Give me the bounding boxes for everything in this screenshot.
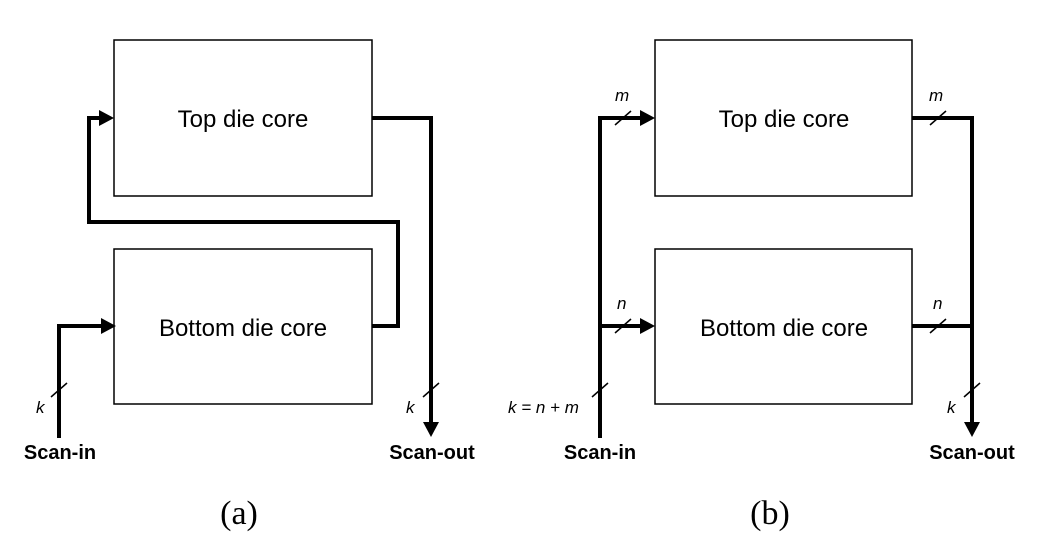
scan-in-wire-a <box>57 324 103 438</box>
width-label-top-in-b: m <box>615 86 629 105</box>
width-label-out-a: k <box>406 398 416 417</box>
width-label-in-a: k <box>36 398 46 417</box>
scan-out-arrowhead-b <box>964 422 980 437</box>
top-die-core-box-b <box>654 39 913 197</box>
width-label-in-b: k = n + m <box>508 398 579 417</box>
bottom-die-core-label-a: Bottom die core <box>159 315 327 342</box>
bus-width-tick-out-b <box>963 382 981 398</box>
top-core-input-arrowhead-a <box>99 110 114 126</box>
top-core-input-arrowhead-b <box>640 110 655 126</box>
width-label-bottom-out-b: n <box>933 294 942 313</box>
bus-width-tick-in-b <box>591 382 609 398</box>
bottom-die-core-box-b <box>654 248 913 405</box>
top-die-core-label-a: Top die core <box>178 106 309 133</box>
scan-out-wire-a <box>372 116 433 424</box>
bus-width-tick-bottom-out-b <box>929 318 947 334</box>
top-die-core-label-b: Top die core <box>719 106 850 133</box>
caption-a: (a) <box>220 495 258 532</box>
panel-a: Top die core Bottom die core k k Scan-in… <box>24 39 475 532</box>
bus-width-tick-top-in-b <box>614 110 632 126</box>
scan-out-label-a: Scan-out <box>389 442 475 464</box>
bus-width-tick-out-a <box>422 382 440 398</box>
bottom-die-core-label-b: Bottom die core <box>700 315 868 342</box>
bottom-core-input-arrowhead-b <box>640 318 655 334</box>
scan-out-arrowhead-a <box>423 422 439 437</box>
bus-width-tick-top-out-b <box>929 110 947 126</box>
panel-b: Top die core Bottom die core k = n + m m… <box>508 39 1015 532</box>
scan-in-arrowhead-a <box>101 318 116 334</box>
width-label-bottom-in-b: n <box>617 294 626 313</box>
scan-in-label-a: Scan-in <box>24 442 96 464</box>
scan-in-trunk-b <box>598 116 642 438</box>
scan-out-label-b: Scan-out <box>929 442 1015 464</box>
bus-width-tick-in-a <box>50 382 68 398</box>
bus-width-tick-bottom-in-b <box>614 318 632 334</box>
scan-in-label-b: Scan-in <box>564 442 636 464</box>
width-label-out-b: k <box>947 398 957 417</box>
inter-die-scan-wire-a <box>87 116 400 328</box>
bottom-die-core-box-a <box>113 248 373 405</box>
scan-out-trunk-b <box>912 116 974 424</box>
width-label-top-out-b: m <box>929 86 943 105</box>
caption-b: (b) <box>750 495 790 532</box>
top-die-core-box-a <box>113 39 373 197</box>
